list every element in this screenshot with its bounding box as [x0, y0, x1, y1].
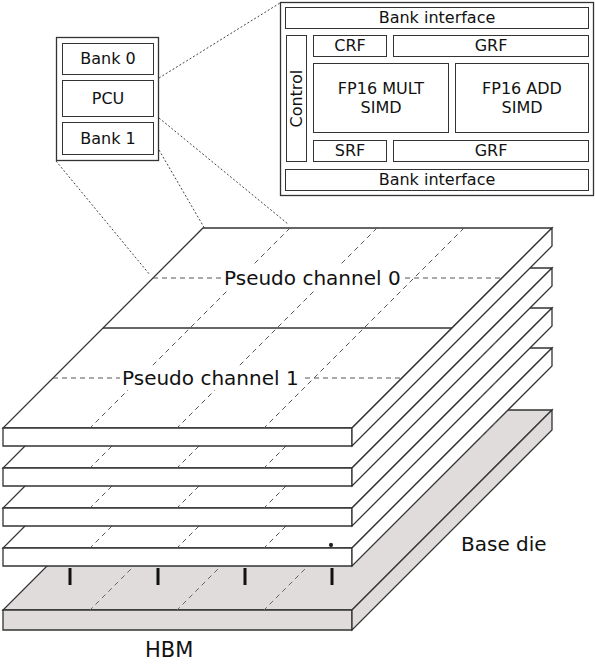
- dram-layers: [3, 228, 552, 566]
- block-label: FP16 MULT SIMD: [329, 79, 434, 117]
- layer-front: [3, 468, 352, 486]
- diagram-label: Base die: [461, 532, 547, 556]
- block-label: Control: [287, 70, 306, 128]
- pcu-block: FP16 ADD SIMD: [455, 63, 589, 133]
- block-label: Bank interface: [379, 170, 496, 189]
- pcu-block: GRF: [393, 35, 589, 57]
- dot: [330, 544, 333, 547]
- diagram-label: Pseudo channel 1: [120, 366, 301, 390]
- pcu-detail-outline: [281, 3, 594, 196]
- pcu-block: Bank 0: [62, 43, 154, 75]
- diagram-label: HBM: [145, 638, 193, 662]
- pcu-block: PCU: [62, 80, 154, 117]
- diagram-label: Pseudo channel 0: [222, 266, 403, 290]
- tsv-ticks: [70, 568, 332, 585]
- bank-group-outline: [57, 38, 159, 161]
- pcu-block: Bank interface: [285, 7, 589, 29]
- block-label: SRF: [335, 141, 365, 160]
- pcu-block: FP16 MULT SIMD: [313, 63, 449, 133]
- pcu-block: SRF: [313, 140, 387, 162]
- block-label: PCU: [92, 89, 125, 108]
- pcu-block: GRF: [393, 140, 589, 162]
- pcu-block: Bank interface: [285, 169, 589, 191]
- layer-grid: [480, 338, 500, 358]
- layer-grid: [480, 378, 500, 398]
- block-label: Bank 1: [80, 129, 135, 148]
- pcu-block: CRF: [313, 35, 387, 57]
- layer-front: [3, 548, 352, 566]
- block-label: CRF: [334, 36, 366, 55]
- block-label: Bank 0: [80, 49, 135, 68]
- pcu-block: Bank 1: [62, 122, 154, 155]
- block-label: GRF: [475, 141, 508, 160]
- pcu-block: Control: [286, 35, 307, 162]
- layer-side: [352, 228, 552, 446]
- channel-divider: [103, 327, 452, 328]
- layer-front: [3, 428, 352, 446]
- block-label: Bank interface: [379, 8, 496, 27]
- block-label: GRF: [475, 36, 508, 55]
- layer-front: [3, 508, 352, 526]
- layer-grid: [480, 418, 500, 438]
- block-label: FP16 ADD SIMD: [470, 79, 575, 117]
